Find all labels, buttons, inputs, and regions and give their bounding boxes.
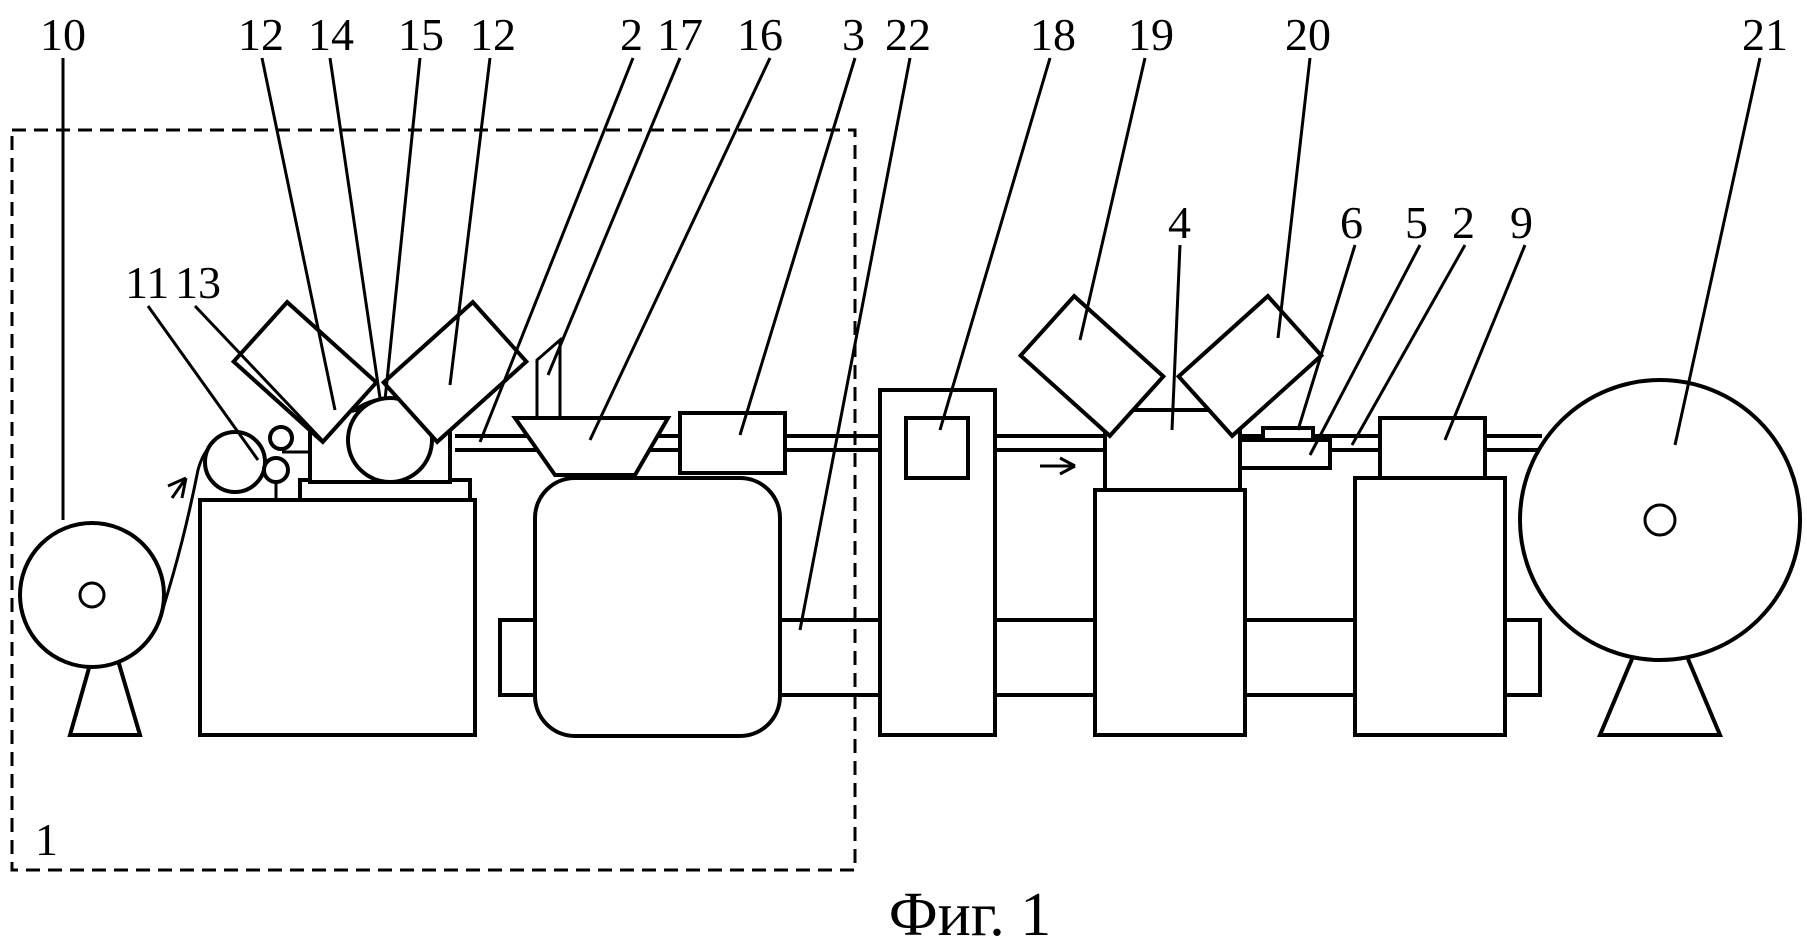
label-20: 20	[1285, 9, 1331, 60]
label-10: 10	[40, 9, 86, 60]
label-14: 14	[308, 9, 354, 60]
label-2-left: 2	[620, 9, 643, 60]
supply-reel	[20, 523, 164, 667]
stand-9	[1355, 478, 1505, 735]
label-16: 16	[737, 9, 783, 60]
guide-roller-11	[205, 432, 265, 492]
extruder-body	[535, 478, 780, 736]
label-4: 4	[1168, 197, 1191, 248]
unit-3	[680, 413, 785, 473]
flow-arrow	[1040, 458, 1075, 474]
guide-roller-small-a	[264, 458, 288, 482]
label-5: 5	[1405, 197, 1428, 248]
label-21: 21	[1742, 9, 1788, 60]
label-17: 17	[657, 9, 703, 60]
takeup-reel-21	[1520, 380, 1800, 660]
figure-caption: Фиг. 1	[889, 881, 1052, 949]
guide-roller-small-b	[270, 427, 292, 449]
label-1: 1	[35, 814, 58, 865]
label-6: 6	[1340, 197, 1363, 248]
label-11: 11	[125, 257, 169, 308]
stand-4	[1095, 490, 1245, 735]
film-feed-arrow	[168, 478, 186, 498]
hopper-16	[515, 418, 668, 475]
label-13: 13	[175, 257, 221, 308]
cooling-block-18	[906, 418, 968, 478]
unit-9	[1380, 418, 1485, 478]
label-12-left: 12	[238, 9, 284, 60]
label-22: 22	[885, 9, 931, 60]
label-18: 18	[1030, 9, 1076, 60]
label-3: 3	[842, 9, 865, 60]
label-15: 15	[398, 9, 444, 60]
forming-stand-base	[200, 500, 475, 735]
label-19: 19	[1128, 9, 1174, 60]
label-9: 9	[1510, 197, 1533, 248]
label-12-right: 12	[470, 9, 516, 60]
label-2-right: 2	[1452, 197, 1475, 248]
